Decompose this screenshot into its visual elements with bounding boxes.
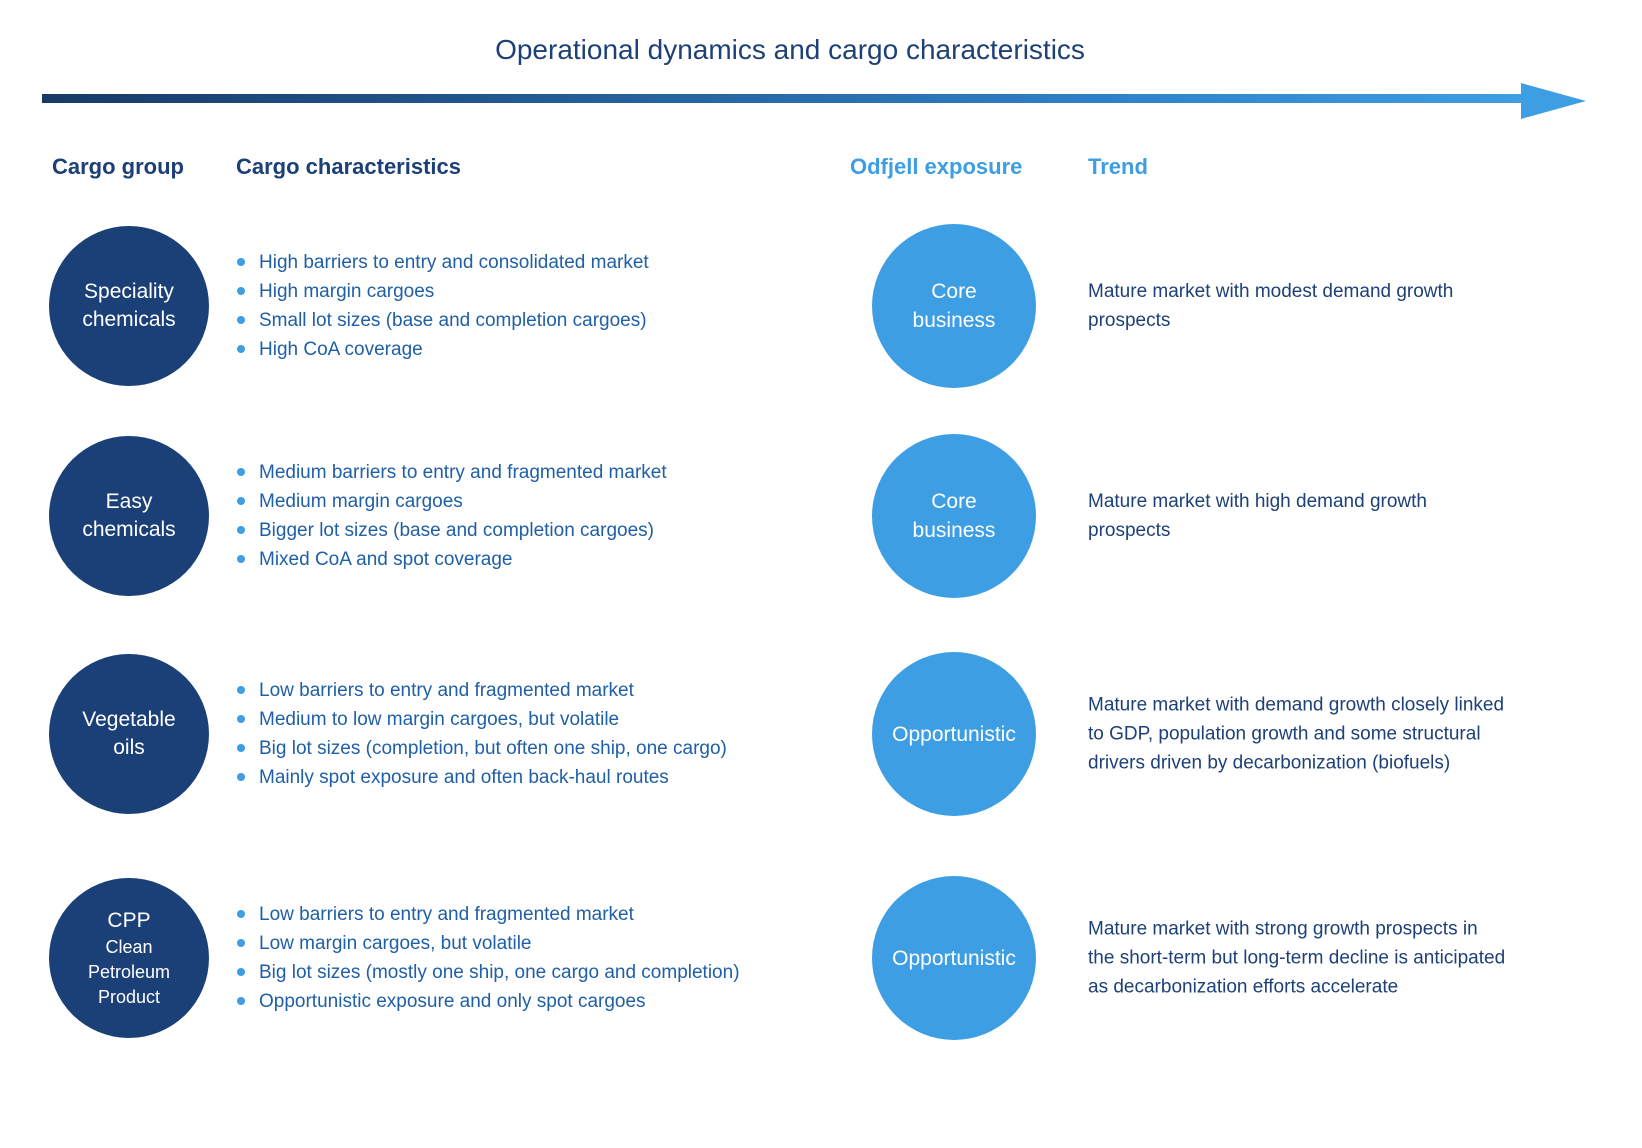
characteristic-item: Opportunistic exposure and only spot car…: [237, 987, 837, 1016]
trend-text: Mature market with high demand growth pr…: [1088, 491, 1427, 541]
characteristic-item: Medium barriers to entry and fragmented …: [237, 458, 837, 487]
column-header-cargo-characteristics: Cargo characteristics: [236, 154, 461, 179]
characteristic-item: Big lot sizes (completion, but often one…: [237, 734, 837, 763]
bullet-icon: [237, 526, 245, 534]
characteristic-item: Big lot sizes (mostly one ship, one carg…: [237, 958, 837, 987]
cargo-row-speciality-chemicals: Speciality chemicals High barriers to en…: [0, 224, 1642, 388]
characteristic-item: Low barriers to entry and fragmented mar…: [237, 676, 837, 705]
cargo-row-cpp: CPP Clean Petroleum Product Low barriers…: [0, 876, 1642, 1040]
cargo-group-circle: Vegetable oils: [49, 654, 209, 814]
cargo-group-circle: Easy chemicals: [49, 436, 209, 596]
characteristic-item: Medium margin cargoes: [237, 487, 837, 516]
characteristic-text: Medium margin cargoes: [259, 491, 463, 512]
bullet-icon: [237, 715, 245, 723]
cargo-characteristics-list: Low barriers to entry and fragmented mar…: [237, 900, 837, 1016]
bullet-icon: [237, 555, 245, 563]
trend-text: Mature market with strong growth prospec…: [1088, 918, 1506, 998]
characteristic-item: Small lot sizes (base and completion car…: [237, 306, 837, 335]
bullet-icon: [237, 316, 245, 324]
cargo-group-sublabel: Clean Petroleum Product: [87, 936, 171, 1007]
bullet-icon: [237, 910, 245, 918]
bullet-icon: [237, 773, 245, 781]
cargo-characteristics-list: Medium barriers to entry and fragmented …: [237, 458, 837, 574]
characteristic-text: Low barriers to entry and fragmented mar…: [259, 680, 634, 701]
characteristic-text: Medium barriers to entry and fragmented …: [259, 462, 667, 483]
cargo-group-circle: Speciality chemicals: [49, 226, 209, 386]
characteristic-text: High margin cargoes: [259, 281, 435, 302]
cargo-group-label: Speciality chemicals: [82, 280, 176, 331]
characteristic-item: High barriers to entry and consolidated …: [237, 248, 837, 277]
bullet-icon: [237, 968, 245, 976]
trend-text: Mature market with modest demand growth …: [1088, 281, 1454, 331]
exposure-label: Opportunistic: [892, 722, 1016, 746]
bullet-icon: [237, 744, 245, 752]
characteristic-item: Low margin cargoes, but volatile: [237, 929, 837, 958]
characteristic-text: Low margin cargoes, but volatile: [259, 933, 532, 954]
cargo-row-easy-chemicals: Easy chemicals Medium barriers to entry …: [0, 434, 1642, 598]
characteristic-text: Big lot sizes (completion, but often one…: [259, 738, 727, 759]
bullet-icon: [237, 497, 245, 505]
characteristic-item: Mainly spot exposure and often back-haul…: [237, 763, 837, 792]
cargo-characteristics-list: Low barriers to entry and fragmented mar…: [237, 676, 837, 792]
cargo-group-label: Easy chemicals: [82, 490, 176, 541]
cargo-group-label: Vegetable oils: [82, 708, 176, 759]
characteristic-item: Medium to low margin cargoes, but volati…: [237, 705, 837, 734]
column-header-trend: Trend: [1088, 154, 1148, 179]
characteristic-item: High CoA coverage: [237, 335, 837, 364]
column-header-odfjell-exposure: Odfjell exposure: [850, 154, 1023, 179]
characteristic-text: Big lot sizes (mostly one ship, one carg…: [259, 962, 740, 983]
bullet-icon: [237, 345, 245, 353]
column-header-cargo-group: Cargo group: [52, 154, 184, 179]
characteristic-text: High barriers to entry and consolidated …: [259, 252, 649, 273]
characteristic-item: Mixed CoA and spot coverage: [237, 545, 837, 574]
bullet-icon: [237, 939, 245, 947]
bullet-icon: [237, 686, 245, 694]
characteristic-text: Mixed CoA and spot coverage: [259, 549, 513, 570]
cargo-group-circle: CPP Clean Petroleum Product: [49, 878, 209, 1038]
trend-text: Mature market with demand growth closely…: [1088, 694, 1505, 774]
exposure-label: Core business: [912, 280, 996, 332]
cargo-group-label: CPP: [107, 908, 151, 932]
exposure-label: Core business: [912, 490, 996, 542]
characteristic-text: Low barriers to entry and fragmented mar…: [259, 904, 634, 925]
characteristic-item: High margin cargoes: [237, 277, 837, 306]
characteristic-text: Bigger lot sizes (base and completion ca…: [259, 520, 654, 541]
arrow-head-icon: [1521, 83, 1586, 119]
characteristic-text: Small lot sizes (base and completion car…: [259, 310, 647, 331]
characteristic-item: Bigger lot sizes (base and completion ca…: [237, 516, 837, 545]
characteristic-item: Low barriers to entry and fragmented mar…: [237, 900, 837, 929]
characteristic-text: Mainly spot exposure and often back-haul…: [259, 767, 669, 788]
cargo-row-vegetable-oils: Vegetable oils Low barriers to entry and…: [0, 652, 1642, 816]
exposure-circle: Core business: [872, 224, 1036, 388]
exposure-circle: Opportunistic: [872, 876, 1036, 1040]
characteristic-text: Medium to low margin cargoes, but volati…: [259, 709, 620, 730]
characteristic-text: Opportunistic exposure and only spot car…: [259, 991, 646, 1012]
exposure-circle: Core business: [872, 434, 1036, 598]
timeline-arrow-shaft: [42, 94, 1521, 103]
exposure-circle: Opportunistic: [872, 652, 1036, 816]
bullet-icon: [237, 997, 245, 1005]
exposure-label: Opportunistic: [892, 946, 1016, 970]
characteristic-text: High CoA coverage: [259, 339, 423, 360]
bullet-icon: [237, 287, 245, 295]
page-title: Operational dynamics and cargo character…: [495, 34, 1085, 65]
bullet-icon: [237, 258, 245, 266]
cargo-characteristics-list: High barriers to entry and consolidated …: [237, 248, 837, 364]
bullet-icon: [237, 468, 245, 476]
